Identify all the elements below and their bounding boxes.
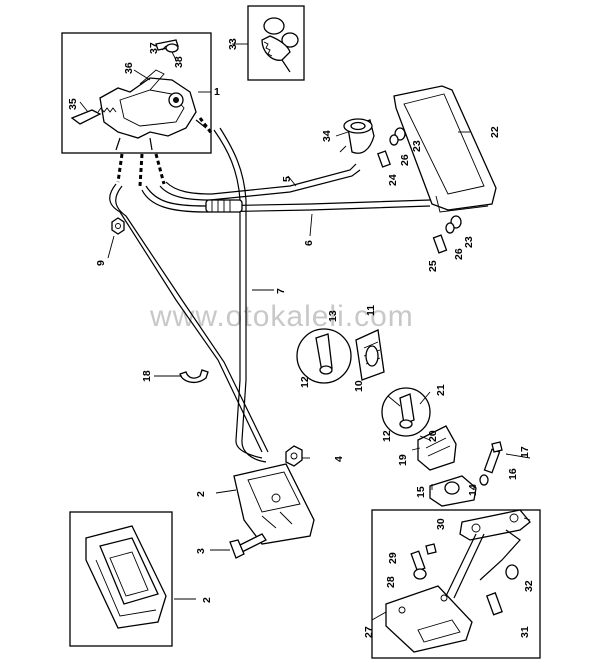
lock-barrel xyxy=(339,118,375,154)
part-label-12-lower: 12 xyxy=(381,430,393,442)
part-label-11: 11 xyxy=(365,305,377,316)
part-label-1: 1 xyxy=(214,86,220,98)
part-label-26-upper: 26 xyxy=(399,154,411,166)
part-label-29: 29 xyxy=(387,552,399,564)
handle-bezel-detail xyxy=(69,511,173,647)
part-label-31: 31 xyxy=(519,626,531,638)
part-label-12-upper: 12 xyxy=(299,376,311,388)
part-label-23-lower: 23 xyxy=(463,236,475,248)
support-bracket-15 xyxy=(429,441,503,507)
part-label-5: 5 xyxy=(281,176,293,182)
release-handle-housing xyxy=(377,85,497,254)
cable-bracket-detail xyxy=(296,328,385,384)
part-label-24: 24 xyxy=(387,174,399,186)
part-label-15: 15 xyxy=(415,486,427,498)
part-label-34: 34 xyxy=(321,130,333,142)
safety-catch-detail xyxy=(371,509,541,659)
part-label-28: 28 xyxy=(385,576,397,588)
part-label-25: 25 xyxy=(427,260,439,272)
part-label-23-upper: 23 xyxy=(411,140,423,152)
lock-cylinder-detail xyxy=(247,5,305,81)
part-label-9: 9 xyxy=(95,260,107,266)
part-label-14: 14 xyxy=(467,484,479,496)
handle-bracket-detail xyxy=(381,387,457,471)
hood-lock-assembly xyxy=(61,32,212,154)
part-label-16: 16 xyxy=(507,468,519,480)
nut-9 xyxy=(111,217,125,235)
part-label-38: 38 xyxy=(173,56,185,68)
part-label-20: 20 xyxy=(427,430,439,442)
part-label-3: 3 xyxy=(195,548,207,554)
part-label-32: 32 xyxy=(523,580,535,592)
part-label-30: 30 xyxy=(435,518,447,530)
part-label-18: 18 xyxy=(141,370,153,382)
part-label-6: 6 xyxy=(303,240,315,246)
part-label-36: 36 xyxy=(123,62,135,74)
part-label-13: 13 xyxy=(327,310,339,322)
part-label-7: 7 xyxy=(275,288,287,294)
part-label-2-upper: 2 xyxy=(195,491,207,497)
part-label-22: 22 xyxy=(489,126,501,138)
part-label-21: 21 xyxy=(435,384,447,396)
callout-leader-lines xyxy=(79,43,531,621)
part-label-19: 19 xyxy=(397,454,409,466)
cable-connection-dashes xyxy=(116,117,214,187)
part-label-10: 10 xyxy=(353,380,365,392)
part-label-4: 4 xyxy=(333,456,345,462)
handle-mount-2 xyxy=(229,445,315,559)
part-label-33: 33 xyxy=(227,38,239,50)
part-number-labels: 1 33 36 35 37 38 22 34 23 26 24 5 6 23 2… xyxy=(67,38,535,638)
part-label-2-lower: 2 xyxy=(201,597,213,603)
part-label-27: 27 xyxy=(363,626,375,638)
part-label-35: 35 xyxy=(67,98,79,110)
part-label-17: 17 xyxy=(519,446,531,458)
part-label-37: 37 xyxy=(148,42,160,54)
release-cables xyxy=(109,127,431,463)
part-label-26-lower: 26 xyxy=(453,248,465,260)
